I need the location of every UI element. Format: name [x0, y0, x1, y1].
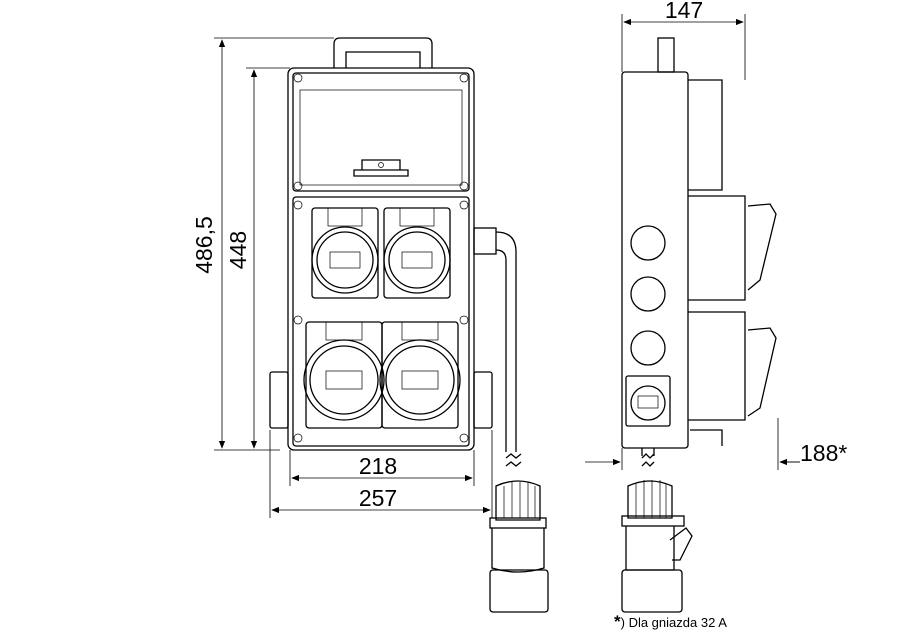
top-lid: [292, 72, 470, 192]
socket-profiles: [688, 79, 746, 446]
plug-front: [489, 480, 549, 613]
dim-total-height: 486,5: [191, 216, 217, 274]
front-view: [269, 37, 549, 613]
dim-box-height: 448: [225, 231, 251, 269]
cable: [495, 231, 522, 467]
knockout: [630, 225, 666, 261]
socket-32a-right: [379, 321, 461, 429]
dim-box-width: 218: [359, 453, 397, 479]
socket-flaps: [747, 203, 777, 417]
handle: [333, 37, 433, 68]
knockout: [630, 276, 666, 312]
knockout: [630, 330, 666, 366]
mount-bracket-left: [269, 371, 289, 429]
dim-total-width: 257: [359, 485, 397, 511]
footnote-text: ) Dla gniazda 32 A: [621, 615, 728, 630]
footnote-marker: *: [614, 612, 621, 631]
socket-16a-left: [311, 207, 379, 299]
dimension-lines: [214, 14, 800, 518]
box-side: [621, 71, 689, 449]
side-view: [621, 37, 777, 613]
socket-16a-right: [383, 207, 451, 299]
side-socket: [625, 375, 671, 427]
dim-depth-socket: 188*: [800, 440, 847, 466]
lid-latch: [353, 159, 409, 177]
cable-gland: [473, 227, 497, 255]
cable-side: [641, 448, 655, 467]
mount-bracket-right: [473, 371, 493, 429]
plug-side: [621, 480, 693, 613]
footnote: *) Dla gniazda 32 A: [614, 612, 727, 631]
handle-side: [657, 37, 675, 73]
box-body: [287, 67, 475, 451]
socket-panel: [292, 196, 470, 447]
socket-32a-left: [303, 321, 385, 429]
dim-depth: 147: [665, 0, 703, 23]
